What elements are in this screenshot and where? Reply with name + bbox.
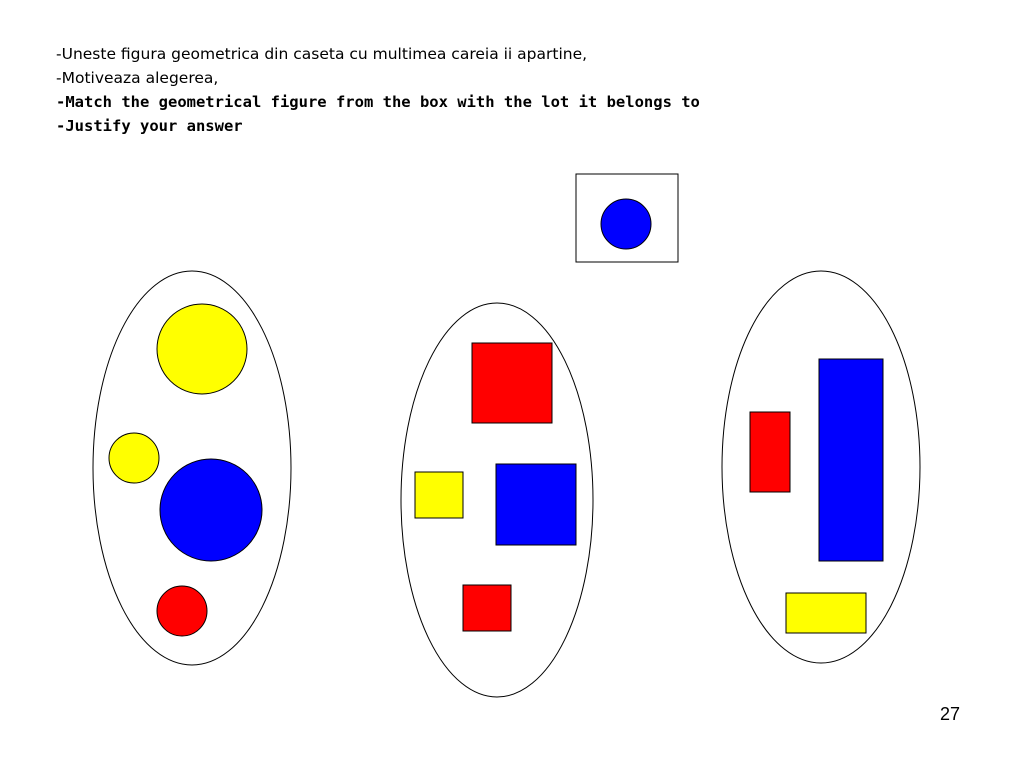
red-square-large[interactable]	[471, 342, 553, 424]
red-square-small[interactable]	[462, 584, 512, 632]
yellow-square[interactable]	[414, 471, 464, 519]
instruction-romanian-2: -Motiveaza alegerea,	[56, 69, 219, 87]
set-rectangles-ellipse[interactable]	[721, 270, 921, 664]
page-number: 27	[939, 704, 961, 724]
instruction-romanian-1: -Uneste figura geometrica din caseta cu …	[56, 45, 588, 63]
yellow-circle-large[interactable]	[156, 303, 248, 395]
red-circle[interactable]	[156, 585, 208, 637]
blue-square[interactable]	[495, 463, 577, 546]
set-circles-ellipse[interactable]	[92, 270, 292, 666]
set-squares-ellipse[interactable]	[400, 302, 594, 698]
red-rectangle[interactable]	[749, 411, 791, 493]
yellow-rectangle[interactable]	[785, 592, 867, 634]
yellow-circle-small[interactable]	[108, 432, 160, 484]
box-blue-circle[interactable]	[600, 198, 652, 250]
blue-rectangle[interactable]	[818, 358, 884, 562]
instruction-english-1: -Match the geometrical figure from the b…	[56, 93, 700, 111]
instructions: -Uneste figura geometrica din caseta cu …	[56, 42, 816, 138]
blue-circle[interactable]	[159, 458, 263, 562]
instruction-english-2: -Justify your answer	[56, 117, 243, 135]
